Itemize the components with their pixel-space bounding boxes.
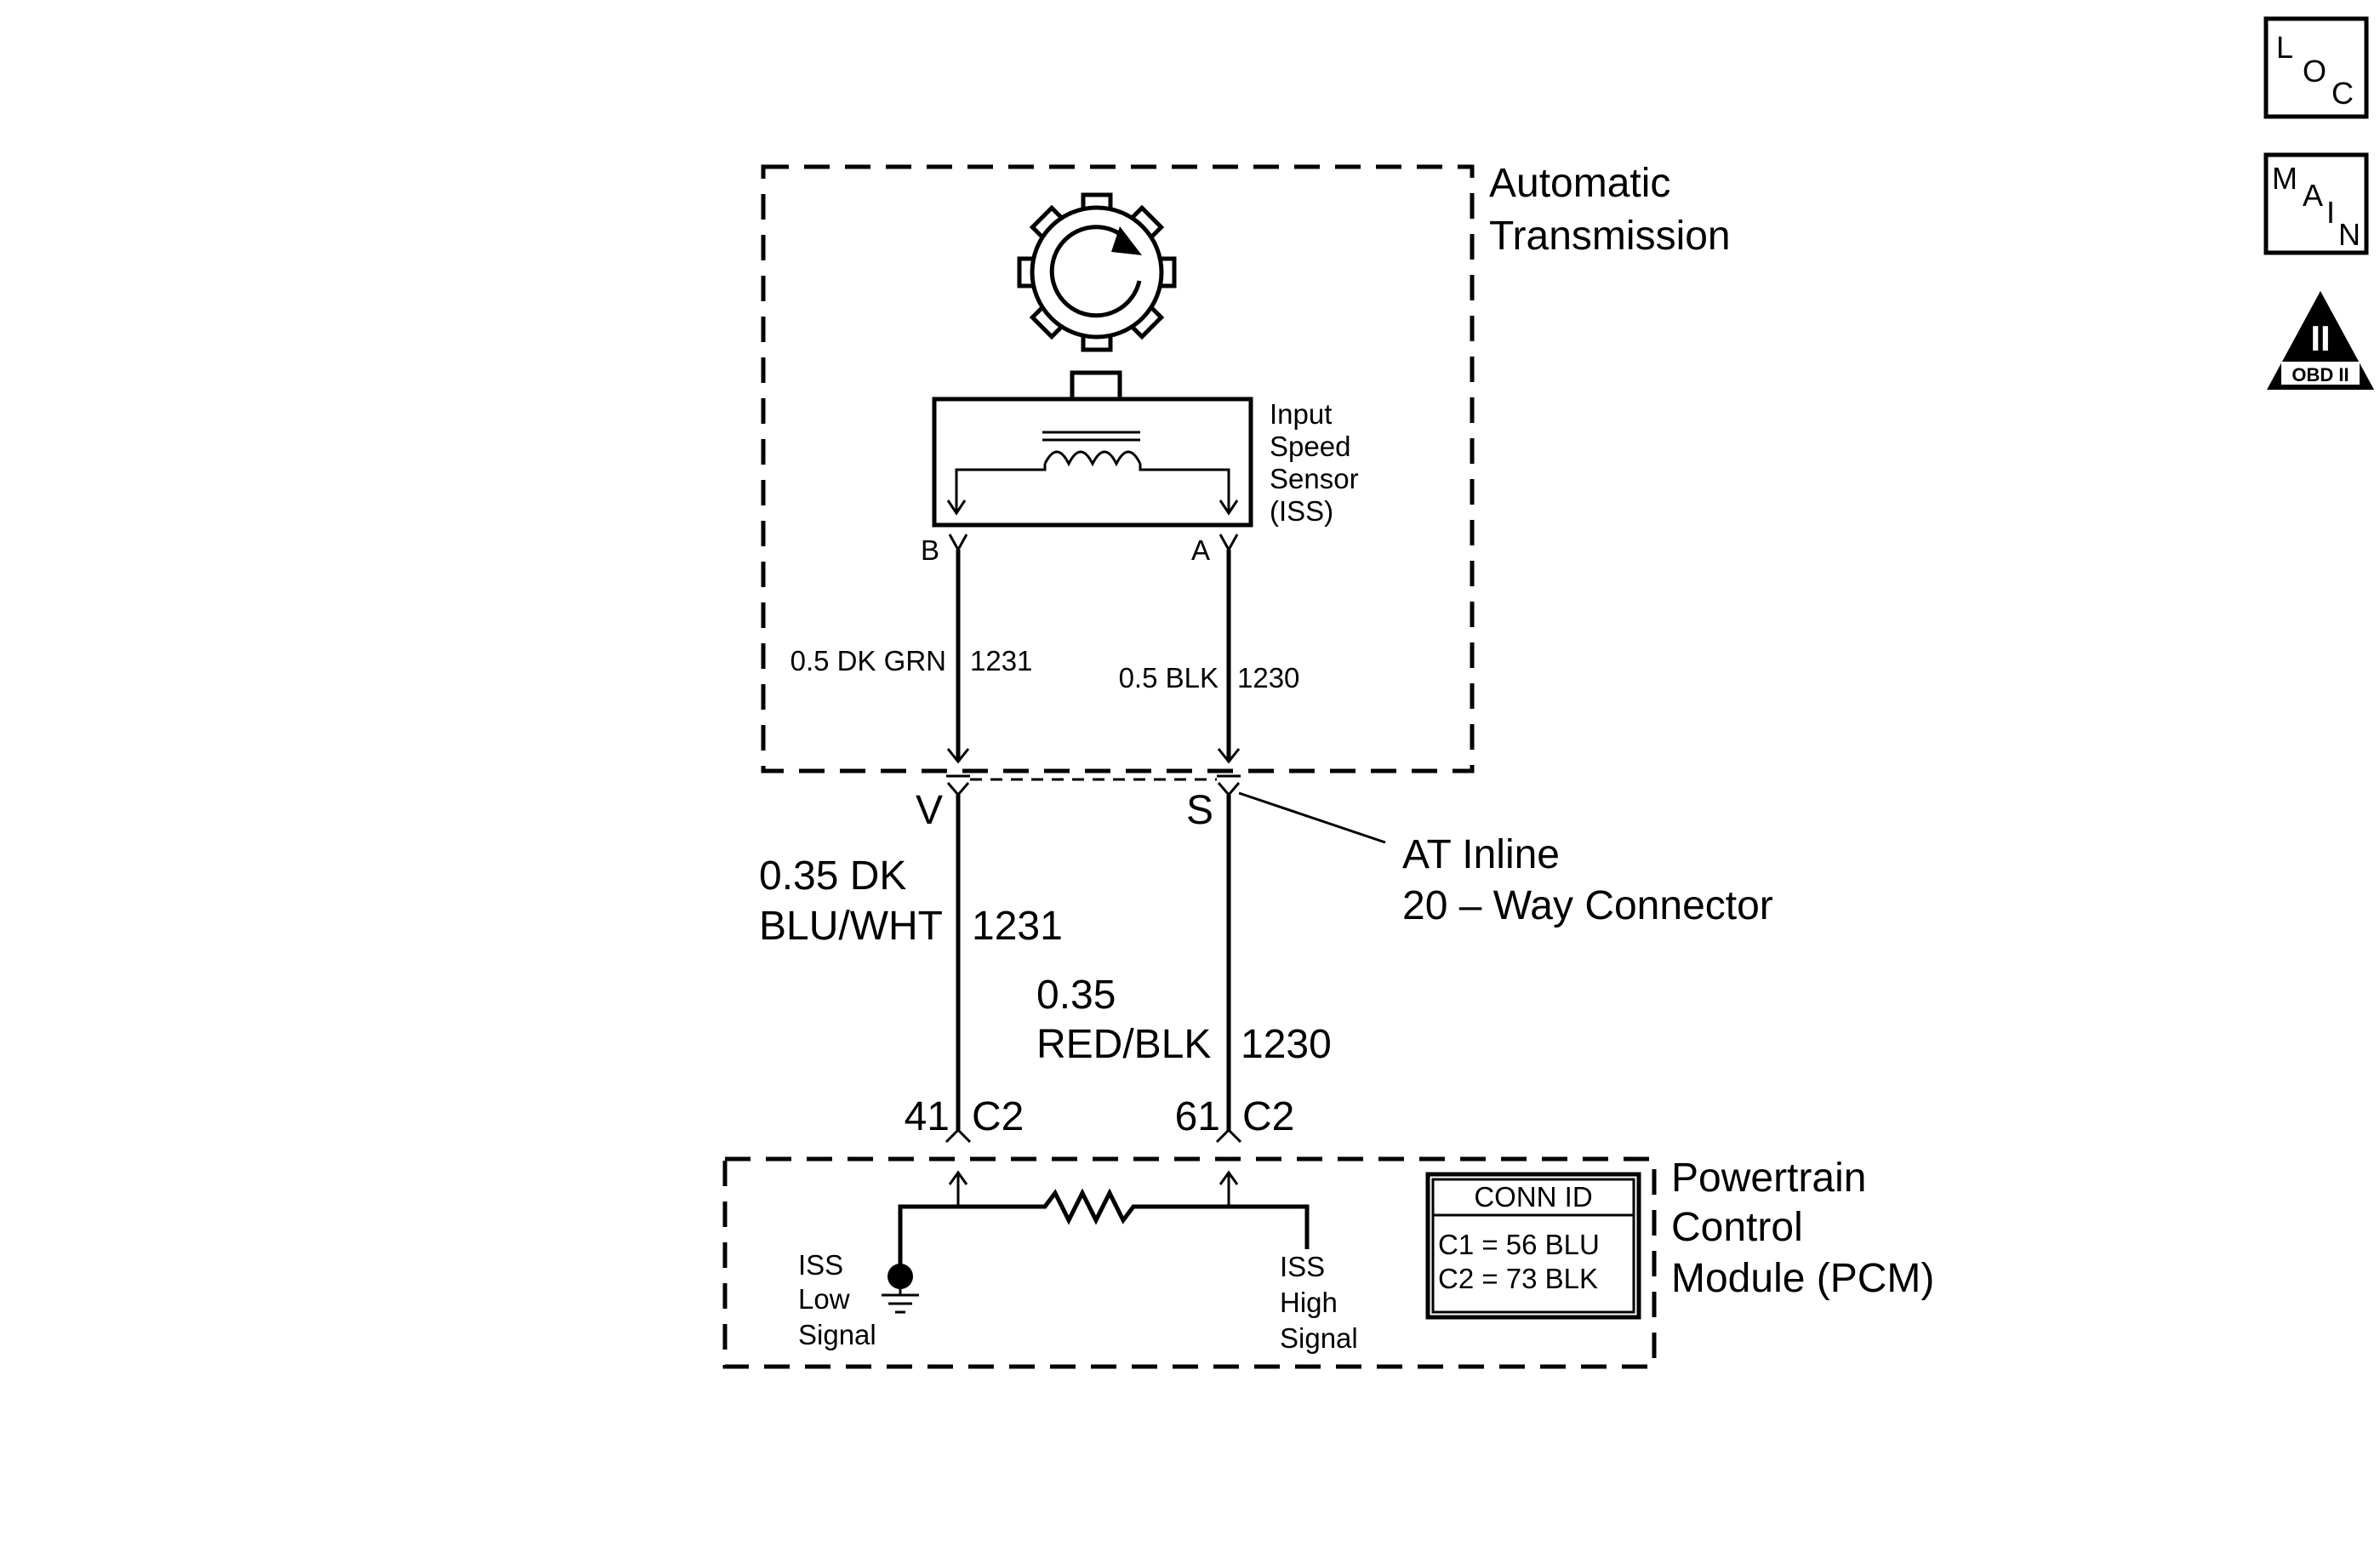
sensor-label-line2: Speed — [1270, 431, 1350, 462]
pcm-title-line2: Control — [1671, 1205, 1803, 1250]
svg-text:OBD II: OBD II — [2292, 364, 2349, 385]
iss-high-line1: ISS — [1280, 1251, 1325, 1282]
conn-id-header: CONN ID — [1474, 1181, 1592, 1213]
svg-text:O: O — [2303, 54, 2326, 88]
pcm-pin-41-connector: C2 — [972, 1094, 1024, 1139]
transmission-title-line2: Transmission — [1489, 214, 1731, 259]
harness-left-line2: BLU/WHT — [759, 904, 943, 949]
iss-high-line3: Signal — [1280, 1322, 1358, 1354]
pcm-title-line1: Powertrain — [1671, 1156, 1866, 1201]
inline-label-line2: 20 – Way Connector — [1402, 883, 1773, 928]
svg-text:L: L — [2276, 30, 2293, 65]
input-speed-sensor — [932, 370, 1253, 528]
iss-high-line2: High — [1280, 1287, 1338, 1318]
iss-low-line3: Signal — [798, 1319, 876, 1350]
iss-low-line2: Low — [798, 1283, 850, 1315]
pcm-boundary — [722, 1156, 1657, 1369]
svg-text:M: M — [2272, 161, 2297, 196]
inline-label-line1: AT Inline — [1402, 832, 1560, 877]
svg-text:N: N — [2338, 217, 2360, 252]
svg-text:II: II — [2310, 318, 2330, 358]
pcm-pin-61: 61 — [1175, 1094, 1220, 1139]
harness-right-line1: 0.35 — [1036, 973, 1116, 1018]
sensor-label-line3: Sensor — [1270, 463, 1359, 494]
obd-ii-icon[interactable]: II OBD II — [2267, 291, 2374, 390]
harness-left-line1: 0.35 DK — [759, 853, 906, 899]
sensor-label-line4: (ISS) — [1270, 495, 1333, 527]
harness-right-line2: RED/BLK — [1036, 1022, 1211, 1067]
sensor-pin-a: A — [1191, 534, 1210, 566]
loc-icon[interactable]: L O C — [2263, 16, 2369, 119]
inline-leader-line — [1238, 791, 1386, 844]
harness-left-circuit: 1231 — [972, 904, 1063, 949]
wire-left-size-color: 0.5 DK GRN — [790, 645, 946, 676]
transmission-title-line1: Automatic — [1489, 161, 1670, 206]
svg-text:C: C — [2331, 76, 2354, 111]
main-icon[interactable]: M A I N — [2263, 152, 2369, 255]
reluctor-wheel-icon — [1017, 192, 1177, 352]
sensor-label-line1: Input — [1270, 398, 1332, 430]
svg-text:I: I — [2326, 195, 2335, 230]
conn-id-row-c2: C2 = 73 BLK — [1438, 1263, 1598, 1294]
inline-pin-v: V — [916, 788, 943, 833]
pcm-pin-41: 41 — [905, 1094, 950, 1139]
svg-text:A: A — [2303, 178, 2323, 213]
iss-low-line1: ISS — [798, 1249, 843, 1281]
pcm-title-line3: Module (PCM) — [1671, 1256, 1934, 1301]
conn-id-row-c1: C1 = 56 BLU — [1438, 1229, 1600, 1260]
harness-right-circuit: 1230 — [1241, 1022, 1332, 1067]
sensor-pin-b: B — [921, 534, 939, 566]
pcm-internal-circuit — [882, 1170, 1310, 1314]
inline-pin-s: S — [1186, 788, 1213, 833]
wire-right-circuit: 1230 — [1237, 662, 1299, 694]
conn-id-table — [1425, 1172, 1641, 1320]
wire-left-circuit: 1231 — [970, 645, 1032, 676]
pcm-pin-61-connector: C2 — [1242, 1094, 1294, 1139]
wire-right-size-color: 0.5 BLK — [1119, 662, 1219, 694]
